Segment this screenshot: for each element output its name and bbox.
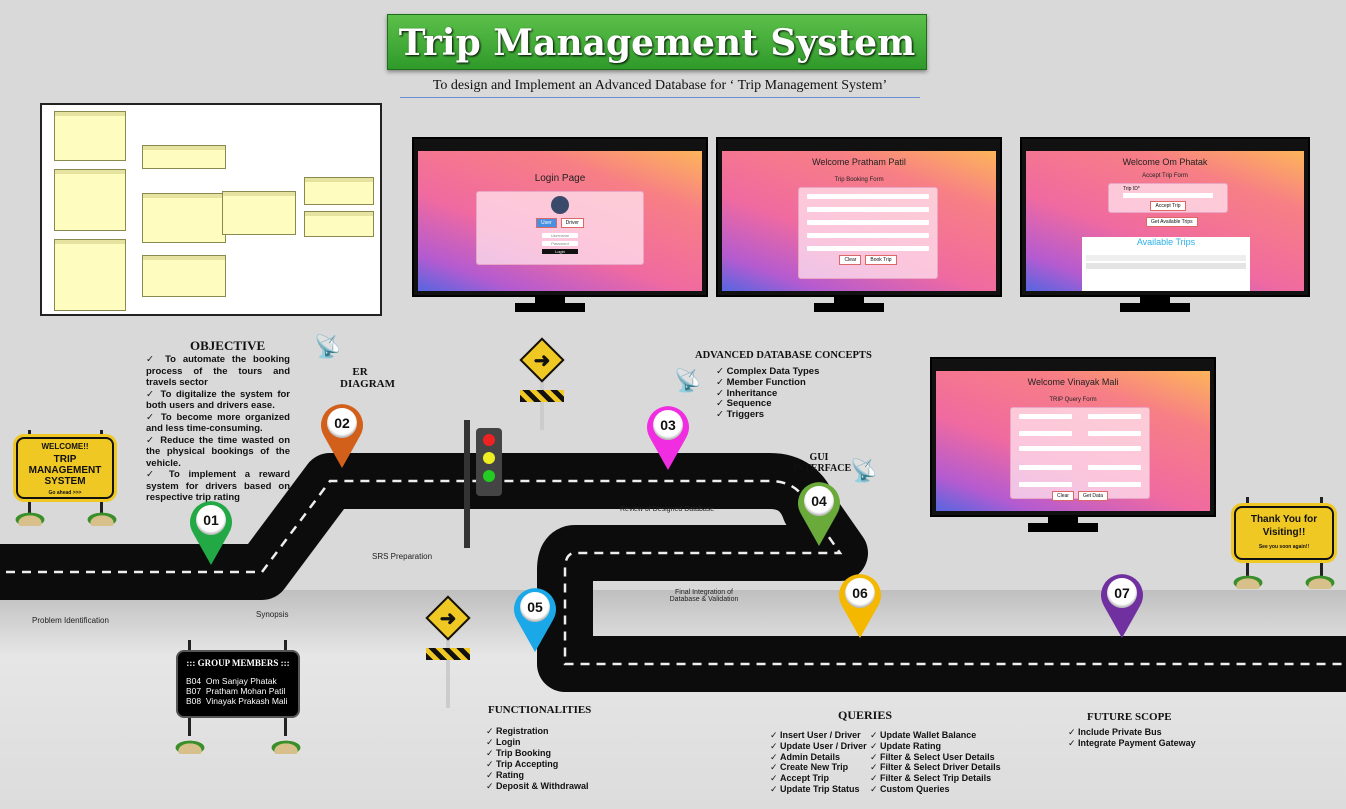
road-label-problem: Problem Identification [32, 616, 109, 625]
driver-tab[interactable]: Driver [560, 218, 584, 228]
booking-title: Welcome Pratham Patil [812, 157, 906, 167]
clear-button[interactable]: Clear [839, 255, 862, 265]
available-trips-title: Available Trips [1136, 237, 1196, 247]
traffic-light-icon [476, 428, 502, 496]
milestone-pin-01: 01 [188, 497, 234, 565]
get-available-trips-button[interactable]: Get Available Trips [1146, 217, 1198, 227]
welcome-sign: WELCOME!! TRIP MANAGEMENT SYSTEM Go ahea… [16, 437, 114, 499]
password-field[interactable]: Password [542, 241, 578, 246]
satellite-dish-icon: 📡 [674, 368, 702, 393]
milestone-pin-07: 07 [1099, 570, 1145, 638]
query-clear-button[interactable]: Clear [1052, 491, 1074, 501]
milestone-pin-05: 05 [512, 584, 558, 652]
milestone-number: 04 [804, 486, 834, 516]
road-label-synopsis: Synopsis [256, 610, 289, 619]
trip-id-label: Trip ID* [1123, 186, 1140, 192]
login-title: Login Page [534, 173, 586, 184]
milestone-number: 07 [1107, 578, 1137, 608]
queries-heading: QUERIES [838, 708, 893, 722]
milestone-number: 02 [327, 408, 357, 438]
accept-title: Welcome Om Phatak [1122, 157, 1208, 167]
er-diagram-label: ER DIAGRAM [340, 366, 395, 390]
future-scope-list: Include Private BusIntegrate Payment Gat… [1068, 727, 1196, 749]
milestone-pin-04: 04 [796, 478, 842, 546]
road-label-integration: Final Integration of Database & Validati… [669, 589, 739, 603]
milestone-number: 05 [520, 592, 550, 622]
gui-interface-label: GUI INTERFACE [793, 452, 852, 474]
accept-form-title: Accept Trip Form [1142, 173, 1188, 179]
get-data-button[interactable]: Get Data [1077, 491, 1108, 501]
avatar [551, 196, 569, 214]
advanced-concepts-list: Complex Data TypesMember FunctionInherit… [716, 366, 820, 421]
query-title: Welcome Vinayak Mali [1027, 377, 1119, 387]
functionalities-list: RegistrationLoginTrip BookingTrip Accept… [486, 726, 588, 792]
page-title: Trip Management System [387, 14, 927, 70]
user-tab[interactable]: User [536, 218, 557, 228]
objective-list: To automate the booking process of the t… [146, 354, 290, 504]
login-button[interactable]: Login [542, 249, 578, 254]
book-trip-button[interactable]: Book Trip [865, 255, 897, 265]
page-subtitle: To design and Implement an Advanced Data… [400, 78, 920, 98]
accept-trip-button[interactable]: Accept Trip [1150, 201, 1186, 211]
milestone-number: 06 [845, 578, 875, 608]
username-field[interactable]: Username [542, 233, 578, 238]
satellite-dish-icon: 📡 [314, 334, 342, 359]
milestone-pin-02: 02 [319, 400, 365, 468]
arrow-right-sign-icon: ➜ [425, 595, 471, 708]
traffic-light-pole [464, 420, 470, 548]
milestone-pin-03: 03 [645, 402, 691, 470]
queries-list-col2: Update Wallet BalanceUpdate RatingFilter… [870, 730, 1001, 795]
functionalities-heading: FUNCTIONALITIES [488, 704, 592, 716]
queries-list-col1: Insert User / DriverUpdate User / Driver… [770, 730, 867, 795]
query-form-title: TRIP Query Form [1049, 397, 1097, 403]
booking-form-title: Trip Booking Form [834, 177, 884, 183]
thank-you-sign: Thank You for Visiting!! See you soon ag… [1234, 506, 1334, 560]
future-scope-heading: FUTURE SCOPE [1087, 711, 1172, 723]
advanced-concepts-heading: ADVANCED DATABASE CONCEPTS [695, 350, 872, 361]
satellite-dish-icon: 📡 [850, 458, 878, 483]
milestone-number: 03 [653, 410, 683, 440]
milestone-pin-06: 06 [837, 570, 883, 638]
group-members-sign: ::: GROUP MEMBERS ::: B04 Om Sanjay Phat… [176, 650, 300, 718]
milestone-number: 01 [196, 505, 226, 535]
er-diagram-image [40, 103, 382, 316]
objective-heading: OBJECTIVE [190, 338, 266, 353]
arrow-right-sign-icon: ➜ [519, 337, 565, 430]
road-label-review: Review of Designed Database [620, 506, 715, 513]
road-label-srs: SRS Preparation [372, 552, 433, 561]
